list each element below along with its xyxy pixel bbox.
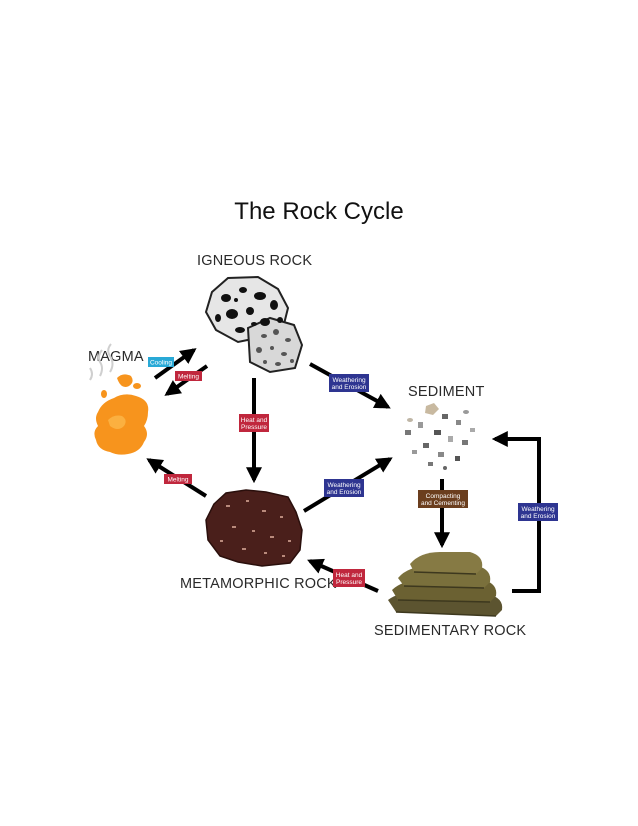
arrow-magma-to-igneous: [153, 348, 197, 380]
sediment-icon: [405, 403, 475, 470]
page-title: The Rock Cycle: [234, 198, 404, 225]
label-melting-top-text: Melting: [178, 374, 199, 381]
igneous-rock-label: IGNEOUS ROCK: [197, 253, 313, 269]
metamorphic-rock-label: METAMORPHIC ROCK: [180, 576, 337, 592]
metamorphic-rock-icon: [205, 489, 303, 567]
label-weathering-top-text-1: Weathering: [332, 377, 366, 384]
label-heat-bottom-text-1: Heat and: [336, 572, 363, 579]
label-weathering-mid: Weathering and Erosion: [324, 479, 364, 497]
label-heat-center-text-2: Pressure: [241, 424, 267, 431]
label-melting-top: Melting: [175, 371, 202, 381]
label-weathering-right-text-1: Weathering: [521, 506, 555, 513]
magma-icon: [89, 343, 149, 455]
sedimentary-rock-icon: [388, 552, 503, 617]
label-heat-bottom: Heat and Pressure: [333, 569, 365, 587]
label-weathering-top: Weathering and Erosion: [329, 374, 369, 392]
sedimentary-rock-label: SEDIMENTARY ROCK: [374, 623, 527, 639]
label-cooling-text: Cooling: [150, 360, 172, 367]
label-compacting-text-1: Compacting: [426, 493, 461, 500]
label-weathering-mid-text-2: and Erosion: [327, 489, 362, 496]
label-weathering-right-text-2: and Erosion: [521, 513, 556, 520]
label-melting-bottom: Melting: [164, 474, 192, 484]
igneous-rock-icon: [204, 275, 304, 374]
magma-label: MAGMA: [88, 349, 144, 365]
label-compacting: Compacting and Cementing: [418, 490, 468, 508]
label-weathering-right: Weathering and Erosion: [518, 503, 558, 521]
label-heat-bottom-text-2: Pressure: [336, 579, 362, 586]
label-heat-center-text-1: Heat and: [241, 417, 268, 424]
label-weathering-mid-text-1: Weathering: [327, 482, 361, 489]
label-melting-bottom-text: Melting: [168, 477, 189, 484]
label-weathering-top-text-2: and Erosion: [332, 384, 367, 391]
label-heat-center: Heat and Pressure: [239, 414, 269, 432]
label-cooling: Cooling: [148, 357, 174, 367]
sediment-label: SEDIMENT: [408, 384, 485, 400]
label-compacting-text-2: and Cementing: [421, 500, 465, 507]
